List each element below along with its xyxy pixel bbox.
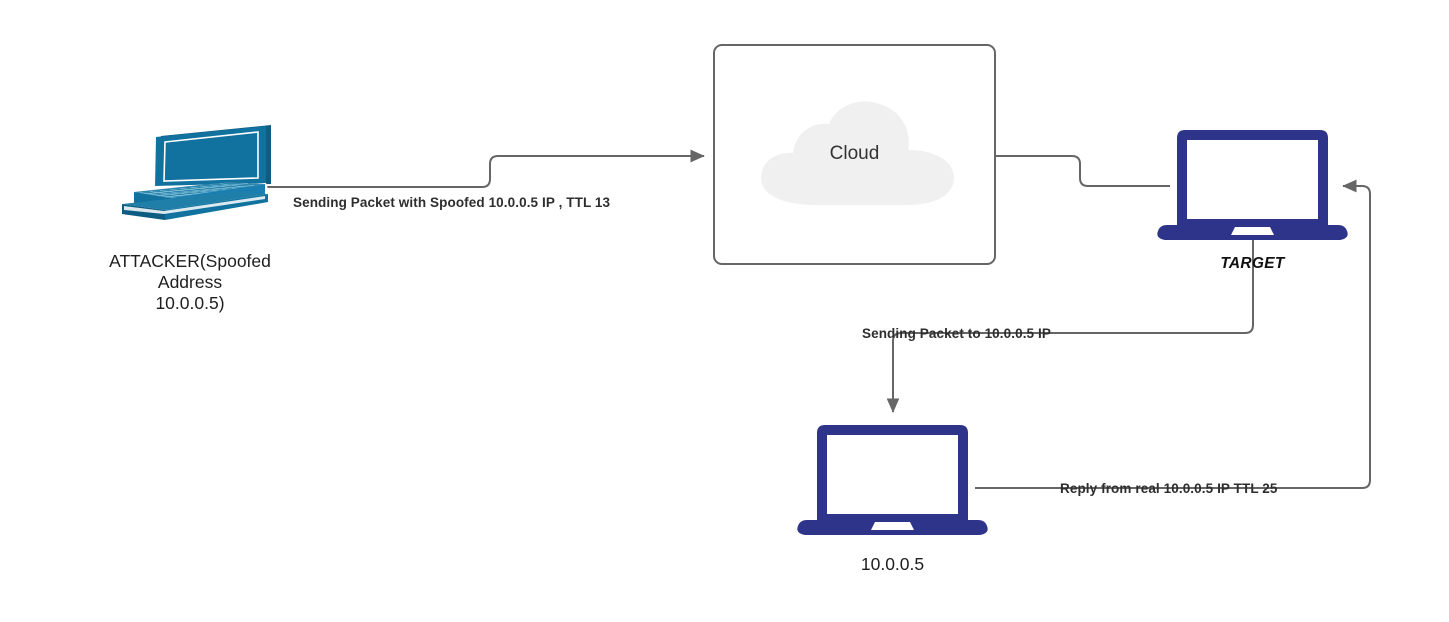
victim-laptop-icon bbox=[795, 423, 990, 541]
edge-label-target-to-victim: Sending Packet to 10.0.0.5 IP bbox=[862, 326, 1051, 341]
victim-label: 10.0.0.5 bbox=[860, 554, 925, 574]
target-laptop-icon bbox=[1155, 128, 1350, 246]
cloud-label-wrap: Cloud bbox=[713, 143, 996, 165]
cloud-icon bbox=[755, 98, 960, 206]
attacker-label: ATTACKER(Spoofed Address 10.0.0.5) bbox=[109, 251, 271, 313]
edge-attacker-to-cloud bbox=[263, 149, 705, 188]
cloud-label: Cloud bbox=[829, 143, 880, 164]
edge-label-attacker-to-cloud: Sending Packet with Spoofed 10.0.0.5 IP … bbox=[293, 195, 611, 210]
edge-label-victim-to-target: Reply from real 10.0.0.5 IP TTL 25 bbox=[1060, 481, 1278, 496]
edge-cloud-to-target bbox=[996, 155, 1170, 187]
target-label: TARGET bbox=[1220, 255, 1285, 272]
laptop-isometric-icon bbox=[108, 124, 283, 224]
